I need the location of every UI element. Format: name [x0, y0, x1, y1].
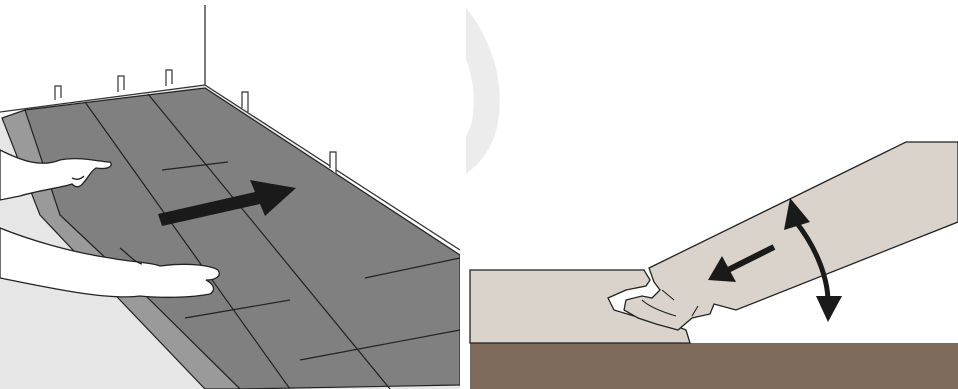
plank-end-joint: [364, 257, 460, 279]
installation-illustration: [0, 5, 460, 389]
new-plank: [1, 109, 241, 389]
plank-end-joint: [161, 161, 229, 171]
slide-left-arrow-icon: [708, 244, 776, 282]
tongue-detail: [641, 289, 699, 317]
spacer-wedge-icon: [54, 69, 337, 174]
push-arrow-icon: [158, 180, 296, 226]
watermark-arc: [466, 7, 500, 174]
left-panel-installation: [0, 0, 460, 389]
hands-icon: [0, 149, 220, 298]
right-panel-joint-detail: [466, 0, 958, 389]
subfloor: [470, 343, 958, 389]
wall-base-left: [0, 84, 206, 113]
tilt-arc-arrow-icon: [784, 198, 842, 322]
installed-plank: [469, 269, 691, 344]
plank-end-joint: [184, 299, 291, 319]
plank-end-joint: [299, 329, 460, 361]
plank-seam: [147, 93, 391, 389]
joint-detail-illustration: [466, 7, 958, 389]
angled-plank: [623, 141, 958, 331]
plank-seam: [84, 101, 291, 389]
